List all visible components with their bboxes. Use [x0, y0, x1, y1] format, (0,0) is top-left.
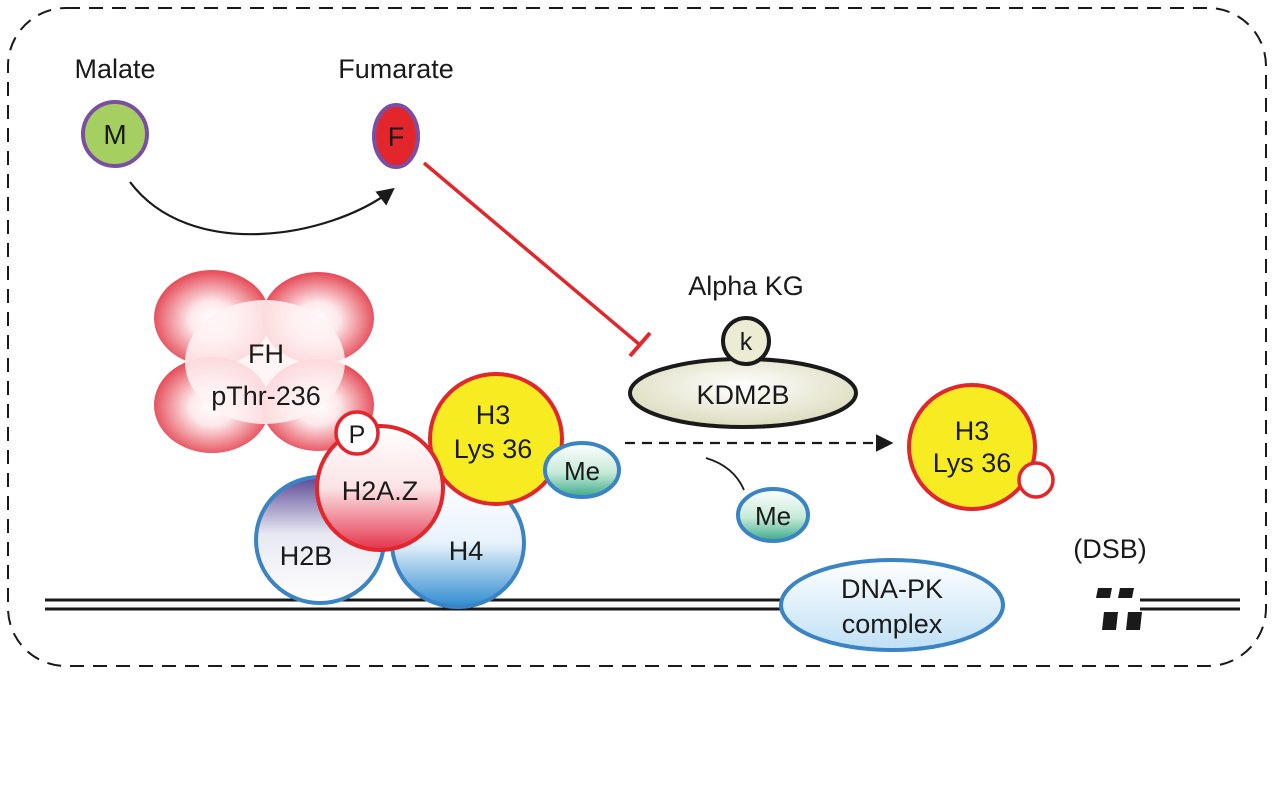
- cell-boundary: [7, 7, 1267, 667]
- h3-free-label-line2: Lys 36: [933, 448, 1012, 478]
- fh-label-line1: FH: [248, 339, 284, 369]
- dnapk-label-line2: complex: [842, 609, 943, 639]
- alpha-kg-node: [721, 316, 771, 366]
- h2az-histone: [315, 424, 445, 552]
- malate-label: Malate: [74, 54, 155, 84]
- fh-complex: [154, 270, 374, 453]
- fumarate-node: [372, 103, 420, 169]
- fumarate-label: Fumarate: [338, 54, 454, 84]
- h2b-label: H2B: [280, 541, 333, 571]
- dnapk-label-line1: DNA-PK: [841, 574, 943, 604]
- methyl-bound-label: Me: [564, 456, 600, 486]
- kdm2b-label: KDM2B: [696, 380, 789, 410]
- h3-label-line2: Lys 36: [454, 434, 533, 464]
- malate-symbol: M: [103, 119, 126, 150]
- alpha-kg-label: Alpha KG: [688, 271, 804, 301]
- h3-free-label-line1: H3: [955, 416, 990, 446]
- methyl-bound-node: [543, 441, 621, 499]
- h3-label-line1: H3: [476, 400, 511, 430]
- inhibition-bar: [628, 331, 652, 358]
- fh-label-line2: pThr-236: [211, 381, 321, 411]
- malate-node: [81, 100, 149, 168]
- methyl-free-label: Me: [755, 501, 791, 531]
- phospho-node: [334, 410, 380, 456]
- h4-label: H4: [449, 536, 484, 566]
- alpha-kg-symbol: k: [740, 328, 753, 356]
- h3-free-notch: [1017, 461, 1055, 499]
- inhibition-line: [422, 161, 642, 347]
- methyl-release-curve: [705, 457, 745, 491]
- phospho-symbol: P: [349, 421, 366, 449]
- h2az-label: H2A.Z: [342, 476, 419, 506]
- methyl-free-node: [736, 487, 810, 543]
- dsb-break-marks: [1096, 588, 1142, 630]
- dsb-label: (DSB): [1073, 534, 1147, 564]
- conversion-arrow: [129, 181, 395, 236]
- h3-free-histone: [907, 383, 1037, 511]
- h3-histone: [428, 372, 564, 506]
- dnapk-complex: [779, 558, 1005, 652]
- fumarate-symbol: F: [388, 122, 405, 152]
